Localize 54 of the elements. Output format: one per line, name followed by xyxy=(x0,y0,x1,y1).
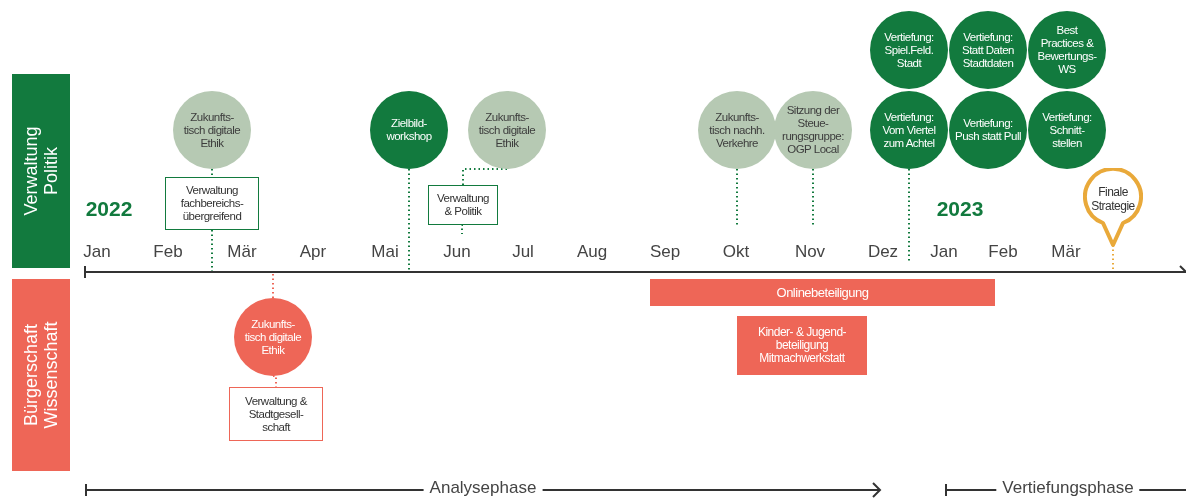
participant-box xyxy=(165,177,259,230)
node-text: Zukunfts- tisch nachh. Verkehre xyxy=(708,110,766,150)
node-text: Sitzung der Steue- rungsgruppe: OGP Local xyxy=(781,104,845,156)
month-label: Mär xyxy=(1051,242,1081,262)
month-label: Nov xyxy=(794,242,826,262)
node-text: Vertiefung: Push statt Pull xyxy=(955,117,1021,143)
month-label: Jul xyxy=(512,242,534,262)
node-text: Vertiefung: Schnitt- stellen xyxy=(1041,110,1093,150)
month-label: Feb xyxy=(988,242,1018,262)
month-label: Apr xyxy=(299,242,327,262)
lane-band xyxy=(12,279,70,471)
month-label: Dez xyxy=(867,242,899,262)
leader-line xyxy=(462,168,508,186)
leader-line xyxy=(408,168,410,272)
leader-line xyxy=(736,168,738,227)
milestone-pin xyxy=(1083,168,1143,248)
month-label: Jun xyxy=(443,242,471,262)
month-label: Sep xyxy=(649,242,681,262)
year-label: 2023 xyxy=(936,197,984,221)
year-label: 2022 xyxy=(85,197,133,221)
node-text: Verwaltung fachbereichs- übergreifend xyxy=(179,184,245,223)
node-text: Kinder- & Jugend- beteiligung Mitmachwerkstatt xyxy=(756,326,848,365)
leader-line xyxy=(908,168,910,263)
node-text: Zukunfts- tisch digitale Ethik xyxy=(182,110,242,150)
month-label: Jan xyxy=(83,242,111,262)
participant-box xyxy=(229,387,323,441)
month-label: Mär xyxy=(227,242,257,262)
month-label: Okt xyxy=(722,242,750,262)
leader-line xyxy=(272,273,274,299)
node-text: Bürgerschaft Wissenschaft xyxy=(21,321,61,429)
node-text: Onlinebeteiligung xyxy=(776,285,869,300)
activity-bar xyxy=(650,279,995,306)
month-label: Jan xyxy=(930,242,958,262)
phase-label: Vertiefungsphase xyxy=(996,478,1140,498)
node-text: Finale Strategie xyxy=(1090,185,1136,213)
leader-line xyxy=(211,168,213,178)
participant-box xyxy=(428,185,498,225)
node-text: Zukunfts- tisch digitale Ethik xyxy=(477,110,537,150)
month-label: Feb xyxy=(153,242,183,262)
node-text: Zukunfts- tisch digitale Ethik xyxy=(243,317,303,357)
month-label: Mai xyxy=(371,242,399,262)
month-label: Aug xyxy=(576,242,608,262)
node-text: Vertiefung: Statt Daten Stadtdaten xyxy=(960,30,1015,70)
phase-label: Analysephase xyxy=(423,478,543,498)
node-text: Vertiefung: Spiel.Feld. Stadt xyxy=(883,30,935,70)
lane-band xyxy=(12,74,70,268)
node-text: Zielbild- workshop xyxy=(385,117,433,143)
node-text: Vertiefung: Vom Viertel zum Achtel xyxy=(881,110,937,150)
activity-box xyxy=(737,316,867,375)
node-text: Verwaltung & Politik xyxy=(436,192,490,218)
node-text: Verwaltung Politik xyxy=(21,126,61,216)
node-text: Best Practices & Bewertungs- WS xyxy=(1036,24,1098,76)
leader-line xyxy=(812,168,814,227)
node-text: Verwaltung & Stadtgesell- schaft xyxy=(244,394,309,434)
